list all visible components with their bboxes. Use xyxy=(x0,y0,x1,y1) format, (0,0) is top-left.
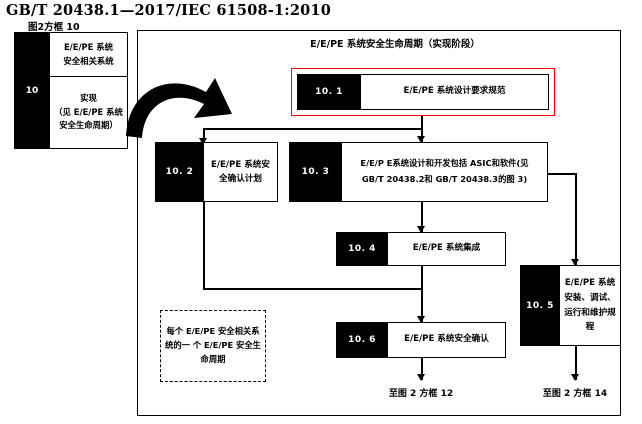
box-frame-10-cells: E/E/PE 系统安全相关系统 实现（见 E/E/PE 系统安全生命周期） xyxy=(49,33,127,148)
exit-label-12: 至图 2 方框 12 xyxy=(388,389,454,399)
connector-10-4-to-10-6 xyxy=(421,266,423,322)
box-10-3-number: 10. 3 xyxy=(290,143,341,201)
connector-10-2-down xyxy=(203,202,205,290)
box-10-4[interactable]: 10. 4 E/E/PE 系统集成 xyxy=(336,232,506,266)
box-10-1-number: 10. 1 xyxy=(298,75,360,109)
frame-title: E/E/PE 系统安全生命周期（实现阶段） xyxy=(310,39,480,50)
arrowhead-into-10-6 xyxy=(417,316,425,323)
connector-10-3-to-10-4 xyxy=(421,202,423,232)
box-frame-10-top-text: E/E/PE 系统安全相关系统 xyxy=(49,33,127,77)
box-frame-10-bottom-text: 实现（见 E/E/PE 系统安全生命周期） xyxy=(49,77,127,148)
box-10-6[interactable]: 10. 6 E/E/PE 系统安全确认 xyxy=(336,322,506,358)
connector-10-6-to-exit-12 xyxy=(421,358,423,380)
box-10-1-label: E/E/PE 系统设计要求规范 xyxy=(360,75,548,109)
connector-branch-to-10-2 xyxy=(203,128,205,144)
exit-label-14: 至图 2 方框 14 xyxy=(542,389,608,399)
arrowhead-into-10-3 xyxy=(417,136,425,143)
box-10-2-label: E/E/PE 系统安全确认计划 xyxy=(203,143,277,201)
connector-10-2-to-10-6 xyxy=(203,288,422,290)
box-10-4-number: 10. 4 xyxy=(337,233,387,265)
box-frame-10[interactable]: 10 E/E/PE 系统安全相关系统 实现（见 E/E/PE 系统安全生命周期） xyxy=(14,32,128,149)
box-10-4-label: E/E/PE 系统集成 xyxy=(387,233,505,265)
box-frame-10-number: 10 xyxy=(15,33,49,148)
arrowhead-exit-14 xyxy=(571,374,579,381)
box-10-2[interactable]: 10. 2 E/E/PE 系统安全确认计划 xyxy=(155,142,278,202)
connector-10-3-right xyxy=(548,173,577,175)
standard-header: GB/T 20438.1—2017/IEC 61508-1:2010 xyxy=(6,2,331,19)
arrowhead-into-10-4 xyxy=(417,226,425,233)
connector-10-5-to-exit-14 xyxy=(575,346,577,380)
curved-arrow-icon xyxy=(118,62,238,152)
note-lifecycle-scope: 每个 E/E/PE 安全相关系统的一 个 E/E/PE 安全生命周期 xyxy=(160,310,266,382)
box-10-5-label: E/E/PE 系统安装、调试、运行和维护规程 xyxy=(559,266,620,345)
arrowhead-into-10-5 xyxy=(571,259,579,266)
box-10-5[interactable]: 10. 5 E/E/PE 系统安装、调试、运行和维护规程 xyxy=(520,265,621,346)
box-10-2-number: 10. 2 xyxy=(156,143,203,201)
arrowhead-into-10-2 xyxy=(199,138,207,145)
box-10-6-label: E/E/PE 系统安全确认 xyxy=(387,323,505,357)
box-10-1[interactable]: 10. 1 E/E/PE 系统设计要求规范 xyxy=(297,74,549,110)
arrowhead-exit-12 xyxy=(417,374,425,381)
connector-10-1-branch xyxy=(203,128,422,130)
connector-right-down-to-10-5 xyxy=(575,173,577,265)
figure-caption: 图2方框 10 xyxy=(28,22,80,33)
box-10-5-number: 10. 5 xyxy=(521,266,559,345)
box-10-6-number: 10. 6 xyxy=(337,323,387,357)
